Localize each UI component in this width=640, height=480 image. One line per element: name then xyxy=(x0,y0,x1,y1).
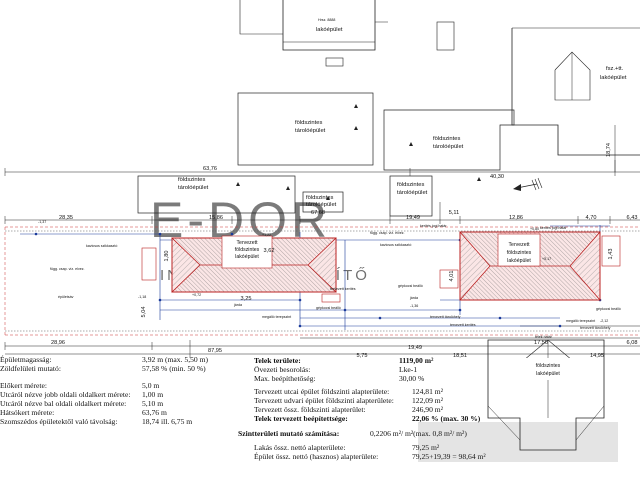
svg-text:tervezett kerítés: tervezett kerítés xyxy=(450,323,476,327)
svg-text:tervezett kerítés: tervezett kerítés xyxy=(330,287,356,291)
neighbor-right-label1: fsz.+tt. xyxy=(606,66,624,72)
svg-text:tervezett tárolóhely: tervezett tárolóhely xyxy=(580,326,611,330)
svg-text:-1,18: -1,18 xyxy=(138,295,146,299)
svg-text:kerítés jogi határ: kerítés jogi határ xyxy=(420,224,447,228)
building-rear-label: Tervezett xyxy=(508,242,530,248)
svg-text:tárolóépület: tárolóépület xyxy=(295,128,326,134)
svg-text:kavicsos szikkasztó: kavicsos szikkasztó xyxy=(86,244,117,248)
svg-text:tárolóépület: tárolóépület xyxy=(178,185,209,191)
neighbor-building-bottom-right: földszintes lakóépület xyxy=(487,339,605,451)
neighbor-building-top: Hrsz. 8888 lakóépület xyxy=(239,0,388,67)
svg-text:földszintes: földszintes xyxy=(235,247,260,253)
dim-17-50: 17,50 xyxy=(534,340,548,346)
svg-text:telek határ: telek határ xyxy=(535,335,553,339)
dim-40-30: 40,30 xyxy=(490,174,504,180)
svg-text:tervezett tárolóhely: tervezett tárolóhely xyxy=(430,315,461,319)
dimension-lines xyxy=(4,125,640,358)
neighbor-right-label2: lakóépület xyxy=(600,75,627,81)
site-labels: kavicsos szikkasztó épületsáv járda járd… xyxy=(38,220,621,339)
shed-4: földszintes tárolóépület xyxy=(302,191,344,213)
svg-text:földszintes: földszintes xyxy=(295,120,322,126)
neighbor-top-label: lakóépület xyxy=(316,27,343,33)
svg-text:kavicsos szikkasztó: kavicsos szikkasztó xyxy=(380,243,411,247)
svg-text:kerítés jogi határ: kerítés jogi határ xyxy=(540,226,567,230)
dim-4-70: 4,70 xyxy=(586,215,597,221)
dim-5-11: 5,11 xyxy=(449,210,459,216)
neighbor-shed xyxy=(436,21,455,51)
svg-text:-1,37: -1,37 xyxy=(38,220,46,224)
dim-28-96: 28,96 xyxy=(51,340,65,346)
svg-text:+1,22: +1,22 xyxy=(262,233,271,237)
svg-text:+5,17: +5,17 xyxy=(542,257,551,261)
dim-28-35: 28,35 xyxy=(59,215,73,221)
svg-text:gépkocsi beálló: gépkocsi beálló xyxy=(398,284,423,288)
svg-text:+0,72: +0,72 xyxy=(192,293,201,297)
shed-2: földszintes tárolóépület xyxy=(383,109,515,171)
north-arrow-icon xyxy=(513,177,543,191)
svg-text:+0,80: +0,80 xyxy=(530,227,539,231)
dim-19-49b: 19,49 xyxy=(408,345,422,351)
neighbor-building-right: fsz.+tt. lakóépület xyxy=(511,27,640,156)
svg-text:-1,36: -1,36 xyxy=(410,304,418,308)
dim-3-62: 3,62 xyxy=(264,248,275,254)
svg-text:földszintes: földszintes xyxy=(507,250,532,256)
redaction-box xyxy=(418,422,618,462)
svg-text:földszintes: földszintes xyxy=(397,182,424,188)
dim-4-01: 4,01 xyxy=(449,271,455,282)
building-front-label: Tervezett xyxy=(236,240,258,246)
svg-text:tárolóépület: tárolóépület xyxy=(397,190,428,196)
svg-text:járda: járda xyxy=(233,303,242,307)
svg-text:függ. csap. víz. elvez.: függ. csap. víz. elvez. xyxy=(370,231,405,235)
svg-text:járda: járda xyxy=(409,296,418,300)
dim-15-86: 15,86 xyxy=(209,215,223,221)
svg-text:függ. csap. víz. elvez.: függ. csap. víz. elvez. xyxy=(50,267,85,271)
neighbor-top-small: Hrsz. 8888 xyxy=(318,18,335,22)
dim-5-75: 5,75 xyxy=(357,353,368,359)
dim-19-49: 19,49 xyxy=(406,215,420,221)
dim-5-04: 5,04 xyxy=(141,307,147,318)
planned-building-rear: Tervezett földszintes lakóépület xyxy=(459,231,601,301)
svg-text:tárolóépület: tárolóépület xyxy=(306,202,337,208)
lot-boundary xyxy=(4,226,640,336)
dim-1-43: 1,43 xyxy=(608,249,614,260)
svg-text:-2,12: -2,12 xyxy=(600,319,608,323)
dim-1-80: 1,80 xyxy=(164,251,170,262)
summary-block: Épületmagasság: 3,92 m (max. 5,50 m) Zöl… xyxy=(0,355,486,461)
dim-6-43: 6,43 xyxy=(627,215,638,221)
svg-text:földszintes: földszintes xyxy=(178,177,205,183)
dim-67-68: 67,68 xyxy=(311,210,325,216)
svg-text:gépkocsi beálló: gépkocsi beálló xyxy=(316,306,341,310)
svg-text:lakóépület: lakóépület xyxy=(536,371,560,377)
svg-text:gépkocsi beálló: gépkocsi beálló xyxy=(596,307,621,311)
svg-text:lakóépület: lakóépület xyxy=(235,254,259,260)
shed-3: földszintes tárolóépület xyxy=(137,175,296,214)
dim-14-95: 14,95 xyxy=(590,353,604,359)
dimension-labels: 63,76 40,30 18,74 28,35 15,86 67,68 19,4… xyxy=(51,143,637,359)
dim-87-95: 87,95 xyxy=(208,348,222,354)
shed-5 xyxy=(389,175,433,217)
svg-text:földszintes: földszintes xyxy=(536,363,561,369)
dim-6-08: 6,08 xyxy=(627,340,638,346)
markers xyxy=(236,104,481,200)
dim-63-76: 63,76 xyxy=(203,166,217,172)
svg-text:megálló terepszint: megálló terepszint xyxy=(566,319,595,323)
dim-18-51: 18,51 xyxy=(453,353,467,359)
svg-text:megálló terepszint: megálló terepszint xyxy=(262,315,291,319)
svg-text:földszintes: földszintes xyxy=(306,195,333,201)
dim-12-86: 12,86 xyxy=(509,215,523,221)
shed-1: földszintes tárolóépület xyxy=(237,92,374,166)
svg-text:épületsáv: épületsáv xyxy=(58,295,74,299)
svg-text:földszintes: földszintes xyxy=(433,136,460,142)
dim-18-74: 18,74 xyxy=(606,143,612,157)
svg-text:lakóépület: lakóépület xyxy=(507,258,531,264)
dim-3-25: 3,25 xyxy=(241,296,252,302)
planned-building-front: Tervezett földszintes lakóépület xyxy=(171,235,337,293)
svg-text:tárolóépület: tárolóépület xyxy=(433,144,464,150)
